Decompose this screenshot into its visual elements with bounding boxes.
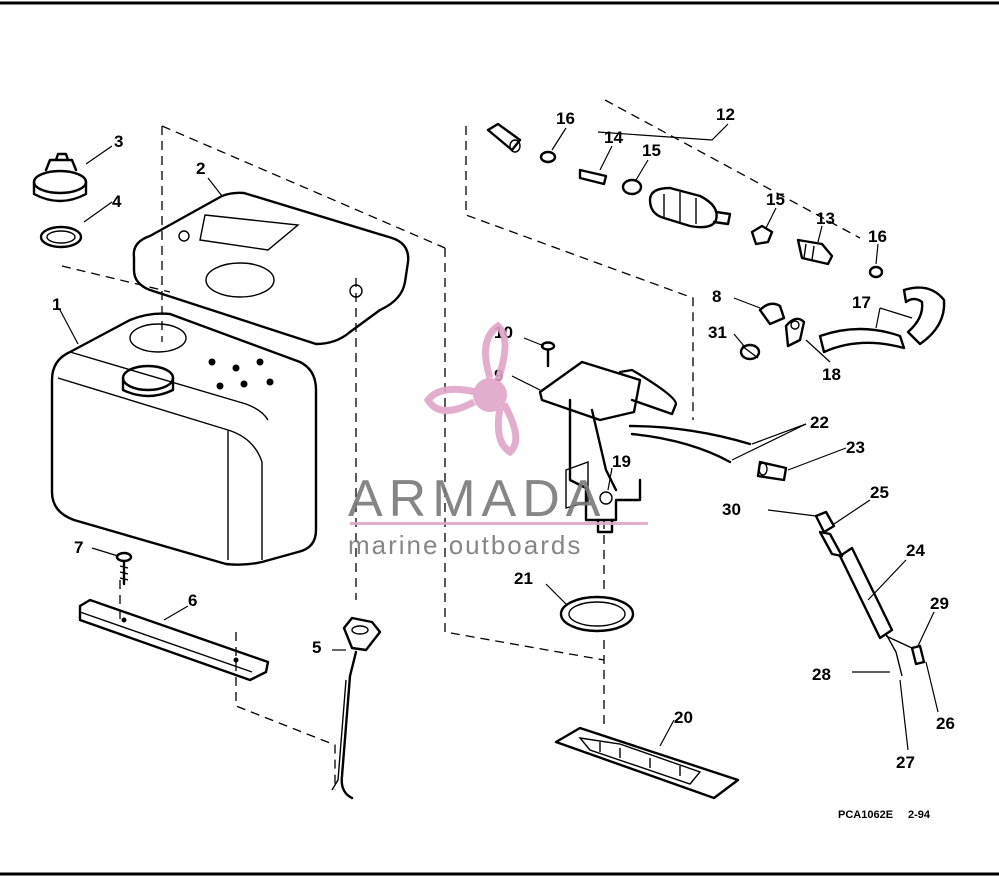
part-label-8: 8 <box>712 287 721 306</box>
part-label-18: 18 <box>822 365 841 384</box>
part-label-16a: 16 <box>556 109 575 128</box>
part-label-2: 2 <box>196 159 205 178</box>
part-label-26: 26 <box>936 714 955 733</box>
watermark-rule <box>350 522 648 525</box>
fuel-gauge-float-icon <box>331 616 382 800</box>
part-label-24: 24 <box>906 541 925 560</box>
part-label-15a: 15 <box>642 141 661 160</box>
clamp-ring-2-icon <box>750 224 774 246</box>
filter-plate-icon <box>554 726 740 800</box>
part-label-28: 28 <box>812 665 831 684</box>
tank-cover-icon <box>132 191 410 346</box>
propeller-logo-icon <box>423 321 520 457</box>
clamp-ring-icon <box>621 178 643 196</box>
part-label-13: 13 <box>816 209 835 228</box>
sender-wires-icon <box>628 424 752 464</box>
fuel-hose-icon <box>818 286 946 354</box>
hose-adapter-icon <box>486 122 522 153</box>
part-label-12: 12 <box>716 105 735 124</box>
hose-clamp-2-icon <box>868 265 884 279</box>
connector-fitting-icon <box>578 168 608 186</box>
part-label-19: 19 <box>612 452 631 471</box>
part-label-20: 20 <box>674 708 693 727</box>
part-labels: 3 4 2 1 7 6 5 10 9 16 14 15 12 15 13 16 … <box>52 105 955 772</box>
cap-gasket-icon <box>39 225 83 249</box>
part-label-5: 5 <box>312 638 321 657</box>
mounting-bracket-icon <box>78 598 270 682</box>
primer-bulb-icon <box>648 186 732 229</box>
part-label-25: 25 <box>870 483 889 502</box>
part-label-1: 1 <box>52 295 61 314</box>
elbow-fitting-icon <box>784 317 806 348</box>
part-label-30: 30 <box>722 500 741 519</box>
part-label-3: 3 <box>114 132 123 151</box>
part-label-31: 31 <box>708 323 727 342</box>
drawing-code: PCA1062E <box>838 809 893 821</box>
part-label-21: 21 <box>514 569 533 588</box>
watermark: ARMADA marine outboards <box>348 321 648 560</box>
drawing-date: 2-94 <box>908 809 931 821</box>
fuel-pickup-assembly-icon <box>538 360 678 534</box>
part-label-17: 17 <box>852 293 871 312</box>
watermark-tagline: marine outboards <box>348 530 582 560</box>
part-label-29: 29 <box>930 594 949 613</box>
part-label-14: 14 <box>604 128 623 147</box>
part-label-22: 22 <box>810 413 829 432</box>
part-label-7: 7 <box>74 538 83 557</box>
hose-clip-icon <box>739 343 761 361</box>
pickup-screw-icon <box>540 341 556 368</box>
pickup-gasket-icon <box>559 595 635 633</box>
clip-icon <box>758 302 786 326</box>
sender-harness-icon <box>814 510 926 677</box>
hose-clamp-icon <box>539 150 557 164</box>
fuel-tank-icon <box>50 312 318 566</box>
part-label-6: 6 <box>188 591 197 610</box>
watermark-brand: ARMADA <box>348 470 606 528</box>
mounting-screw-icon <box>115 551 133 586</box>
part-label-15b: 15 <box>766 190 785 209</box>
filler-cap-icon <box>32 152 88 203</box>
wire-connector-icon <box>756 460 788 482</box>
part-label-23: 23 <box>846 438 865 457</box>
part-label-27: 27 <box>896 753 915 772</box>
part-label-4: 4 <box>112 192 122 211</box>
quick-connector-icon <box>796 238 834 266</box>
leader-lines <box>59 123 939 751</box>
part-label-16b: 16 <box>868 227 887 246</box>
assembly-guide-lines <box>61 99 861 790</box>
